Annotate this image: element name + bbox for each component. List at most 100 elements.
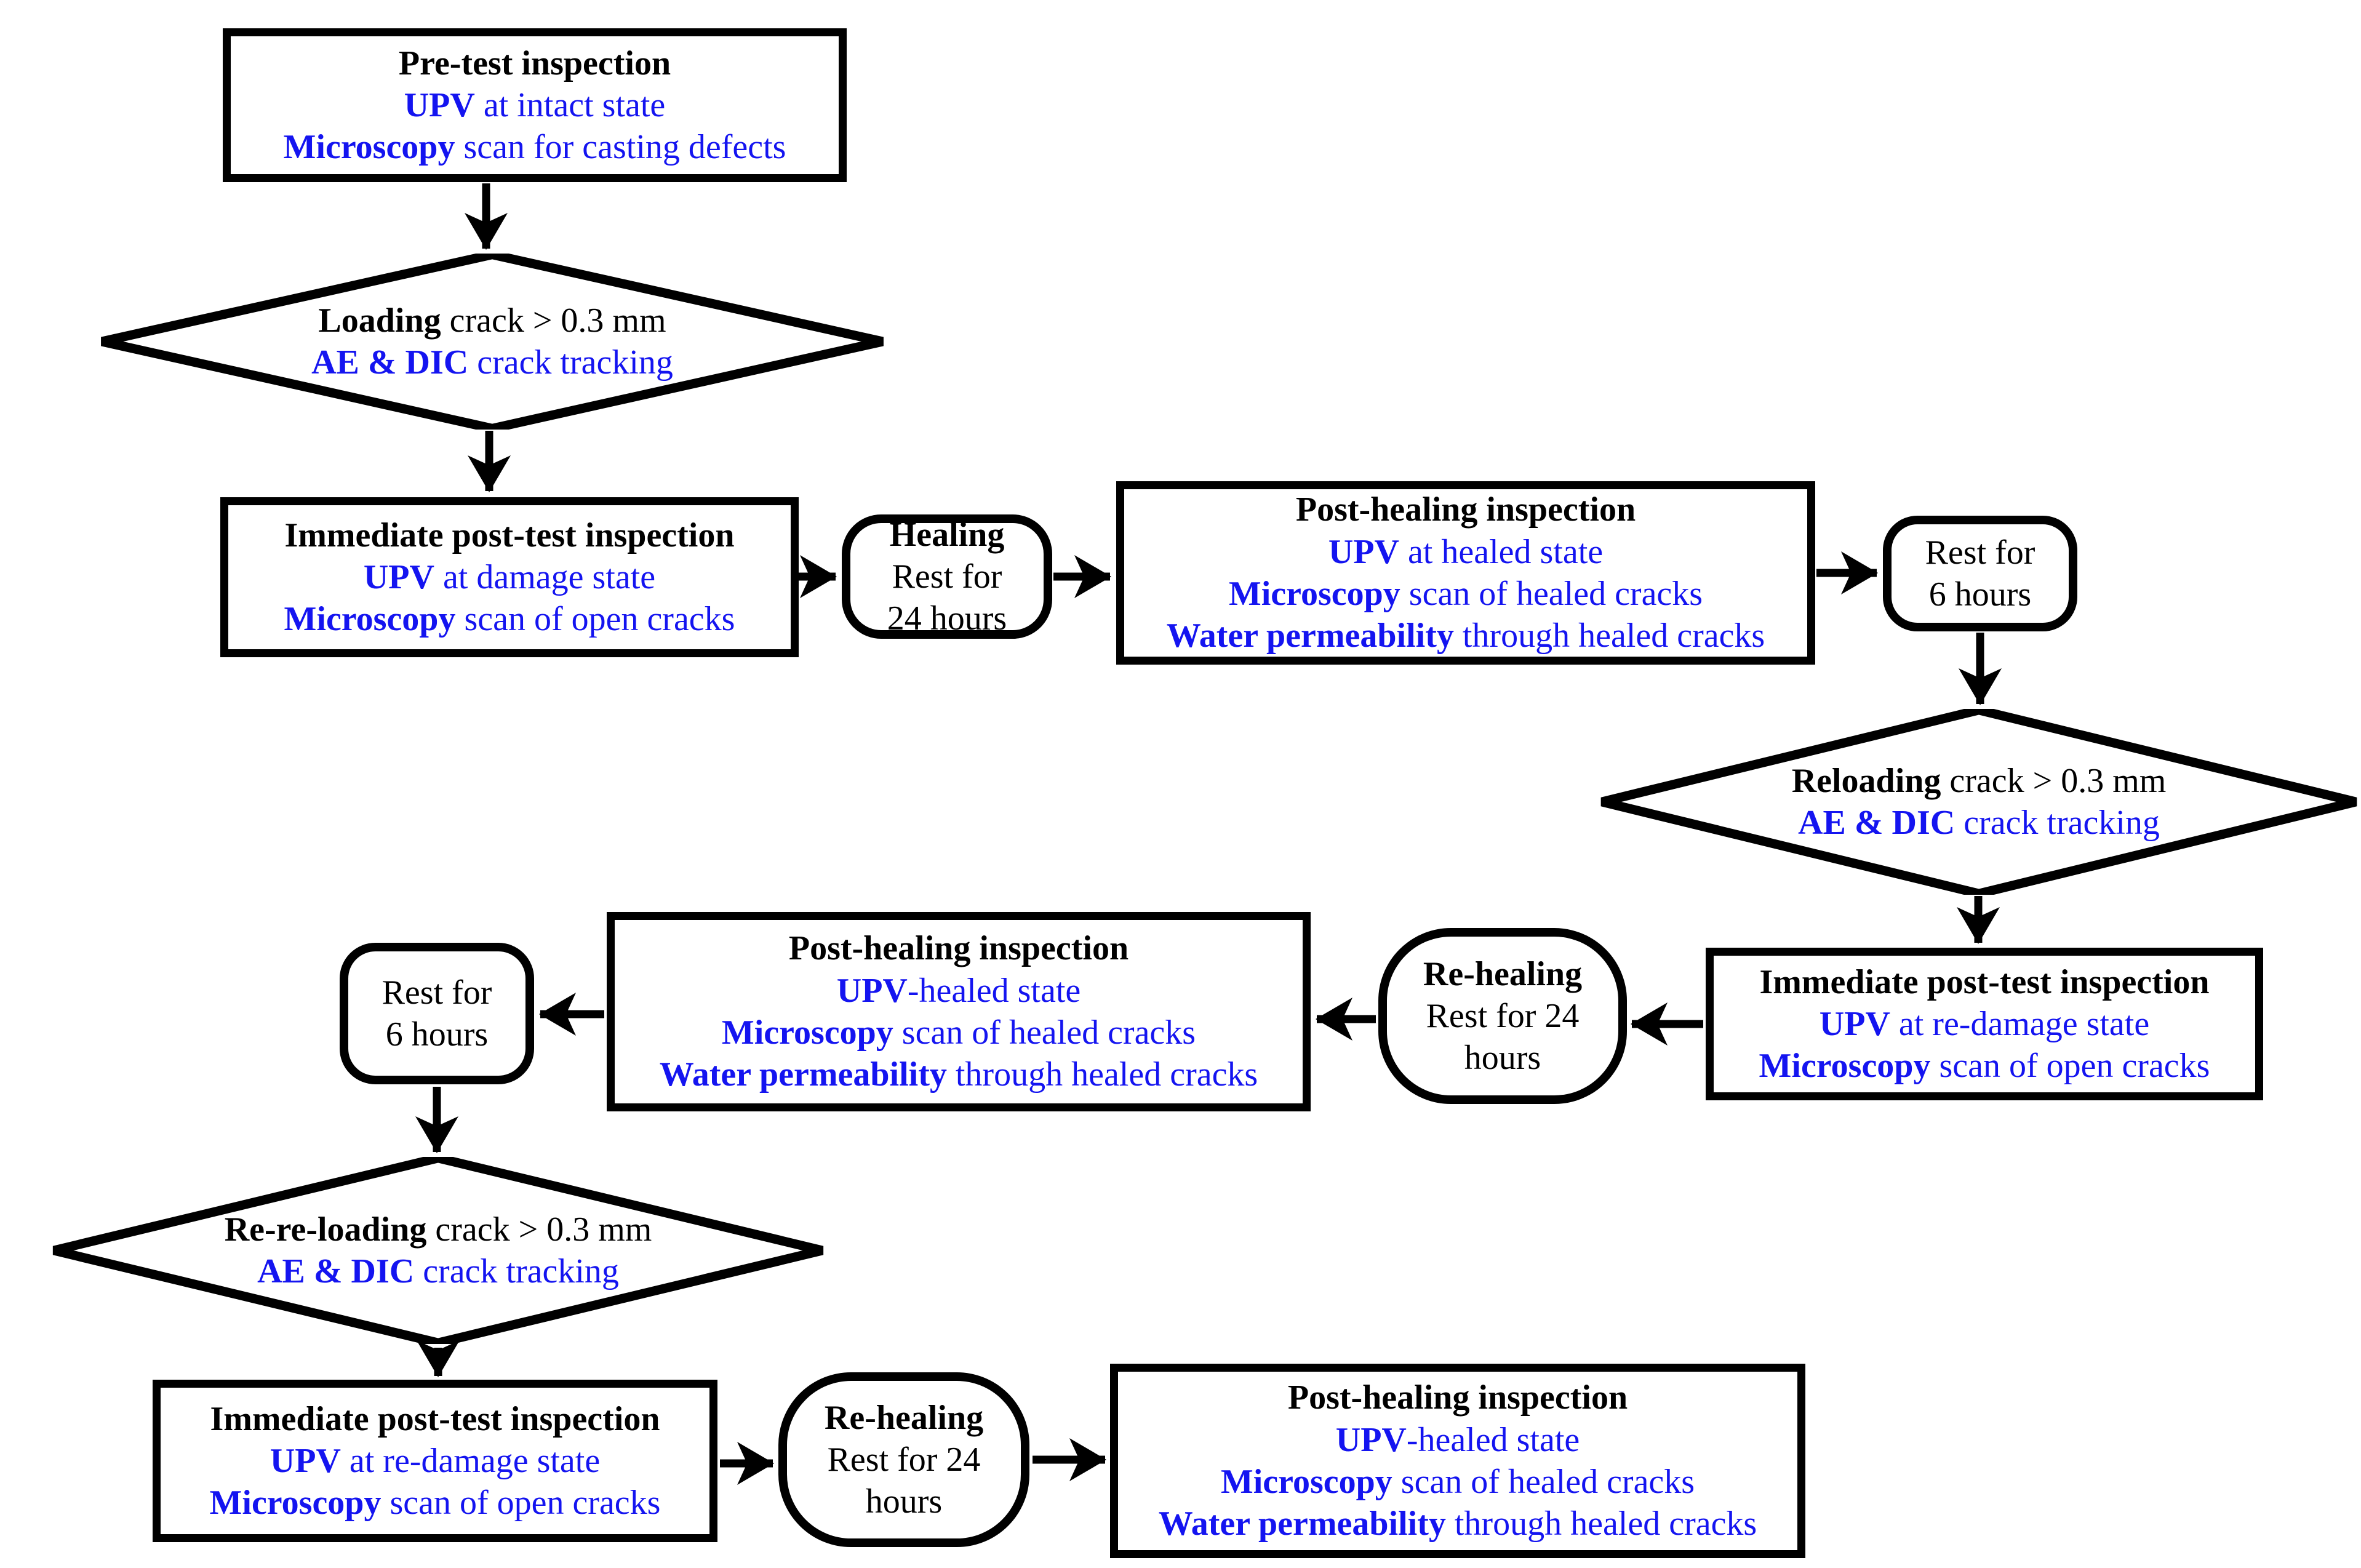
duration-line: 6 hours	[385, 1015, 489, 1054]
loading-decision-diamond: Loading crack > 0.3 mm AE & DIC crack tr…	[97, 254, 887, 430]
text: at re-damage state	[1890, 1004, 2150, 1043]
node-title: Healing	[889, 515, 1005, 554]
text: -healed state	[1406, 1420, 1580, 1459]
text: scan of open cracks	[381, 1484, 661, 1522]
text: crack tracking	[1955, 804, 2160, 842]
text: crack tracking	[468, 343, 673, 382]
text: through healed cracks	[1453, 617, 1765, 655]
rest-line: Rest for	[382, 973, 492, 1012]
rest-line: Rest for 24	[827, 1440, 981, 1479]
rest-line: Rest for	[1925, 533, 2035, 572]
rest-6-hours-node-left: Rest for 6 hours	[340, 943, 534, 1084]
node-title: Post-healing inspection	[1287, 1378, 1628, 1417]
node-title: Immediate post-test inspection	[284, 516, 735, 554]
upv-line: UPV-healed state	[837, 970, 1081, 1012]
text: at healed state	[1399, 532, 1604, 571]
text: scan of open cracks	[455, 600, 735, 639]
microscopy-line: Microscopy scan for casting defects	[284, 126, 786, 168]
keyword: UPV	[1328, 532, 1399, 571]
keyword: UPV	[270, 1441, 341, 1480]
upv-line: UPV at healed state	[1328, 531, 1603, 573]
text: at damage state	[434, 558, 656, 596]
keyword: Microscopy	[721, 1014, 893, 1052]
re-healing-rest-node-2: Re-healing Rest for 24 hours	[778, 1372, 1029, 1547]
microscopy-line: Microscopy scan of healed cracks	[1229, 573, 1703, 615]
keyword: Re-re-loading	[224, 1210, 427, 1249]
text: crack > 0.3 mm	[1941, 761, 2167, 800]
upv-line: UPV at intact state	[404, 84, 666, 126]
rest-line: Rest for 24	[1426, 996, 1580, 1035]
post-healing-box-2: Post-healing inspection UPV-healed state…	[607, 912, 1311, 1111]
keyword: Reloading	[1791, 761, 1941, 800]
text: scan for casting defects	[455, 128, 786, 167]
keyword: Loading	[318, 301, 441, 340]
node-title: Post-healing inspection	[1295, 490, 1636, 529]
keyword: AE & DIC	[311, 343, 469, 382]
keyword: Microscopy	[209, 1484, 382, 1522]
text: -healed state	[907, 971, 1081, 1010]
condition-line: Loading crack > 0.3 mm	[318, 300, 666, 342]
immediate-posttest-box-1: Immediate post-test inspection UPV at da…	[220, 497, 799, 657]
text: crack > 0.3 mm	[426, 1210, 652, 1249]
diamond-shape	[1597, 709, 2360, 895]
microscopy-line: Microscopy scan of healed cracks	[722, 1012, 1196, 1054]
tracking-line: AE & DIC crack tracking	[311, 342, 673, 383]
text: scan of healed cracks	[1400, 575, 1703, 613]
water-permeability-line: Water permeability through healed cracks	[1159, 1503, 1757, 1545]
keyword: Microscopy	[1228, 575, 1400, 613]
text: scan of open cracks	[1930, 1047, 2210, 1086]
diamond-text: Loading crack > 0.3 mm AE & DIC crack tr…	[311, 300, 673, 384]
keyword: AE & DIC	[1798, 804, 1956, 842]
immediate-posttest-box-3: Immediate post-test inspection UPV at re…	[153, 1380, 717, 1542]
node-title: Re-healing	[1423, 954, 1583, 993]
post-healing-box-3: Post-healing inspection UPV-healed state…	[1110, 1364, 1805, 1558]
node-title: Pre-test inspection	[398, 44, 671, 82]
water-permeability-line: Water permeability through healed cracks	[1167, 615, 1765, 657]
diamond-text: Re-re-loading crack > 0.3 mm AE & DIC cr…	[225, 1209, 652, 1293]
rest-line: Rest for	[892, 557, 1002, 596]
rest-6-hours-node-right: Rest for 6 hours	[1883, 516, 2077, 631]
diamond-shape	[49, 1157, 827, 1344]
microscopy-line: Microscopy scan of healed cracks	[1221, 1461, 1695, 1503]
microscopy-line: Microscopy scan of open cracks	[210, 1482, 661, 1524]
duration-line: hours	[1464, 1039, 1541, 1078]
upv-line: UPV-healed state	[1336, 1419, 1580, 1461]
keyword: Water permeability	[659, 1055, 947, 1094]
keyword: Microscopy	[284, 600, 456, 639]
text: at intact state	[474, 86, 666, 124]
keyword: UPV	[1335, 1420, 1407, 1459]
upv-line: UPV at re-damage state	[270, 1440, 600, 1482]
upv-line: UPV at re-damage state	[1820, 1003, 2149, 1045]
keyword: UPV	[404, 86, 475, 124]
tracking-line: AE & DIC crack tracking	[257, 1250, 619, 1292]
text: scan of healed cracks	[893, 1014, 1196, 1052]
keyword: Water permeability	[1158, 1505, 1446, 1543]
diamond-shape	[97, 254, 887, 430]
upv-line: UPV at damage state	[364, 556, 655, 598]
water-permeability-line: Water permeability through healed cracks	[660, 1054, 1258, 1095]
reloading-decision-diamond: Reloading crack > 0.3 mm AE & DIC crack …	[1597, 709, 2360, 895]
node-title: Immediate post-test inspection	[1759, 962, 2210, 1001]
text: through healed cracks	[1445, 1505, 1757, 1543]
text: scan of healed cracks	[1392, 1463, 1695, 1501]
text: at re-damage state	[340, 1441, 601, 1480]
keyword: Microscopy	[1759, 1047, 1931, 1086]
duration-line: 24 hours	[887, 599, 1007, 638]
text: crack tracking	[414, 1252, 619, 1290]
tracking-line: AE & DIC crack tracking	[1798, 802, 2160, 844]
keyword: UPV	[836, 971, 908, 1010]
node-title: Post-healing inspection	[788, 929, 1129, 968]
re-re-loading-decision-diamond: Re-re-loading crack > 0.3 mm AE & DIC cr…	[49, 1157, 827, 1344]
text: through healed cracks	[946, 1055, 1258, 1094]
duration-line: hours	[865, 1482, 943, 1521]
keyword: AE & DIC	[257, 1252, 415, 1290]
condition-line: Reloading crack > 0.3 mm	[1792, 760, 2167, 802]
microscopy-line: Microscopy scan of open cracks	[1759, 1045, 2210, 1087]
keyword: Microscopy	[1220, 1463, 1392, 1501]
condition-line: Re-re-loading crack > 0.3 mm	[225, 1209, 652, 1250]
diamond-text: Reloading crack > 0.3 mm AE & DIC crack …	[1792, 760, 2167, 844]
text: crack > 0.3 mm	[441, 301, 666, 340]
immediate-posttest-box-2: Immediate post-test inspection UPV at re…	[1706, 948, 2263, 1100]
post-healing-box-1: Post-healing inspection UPV at healed st…	[1116, 481, 1815, 665]
